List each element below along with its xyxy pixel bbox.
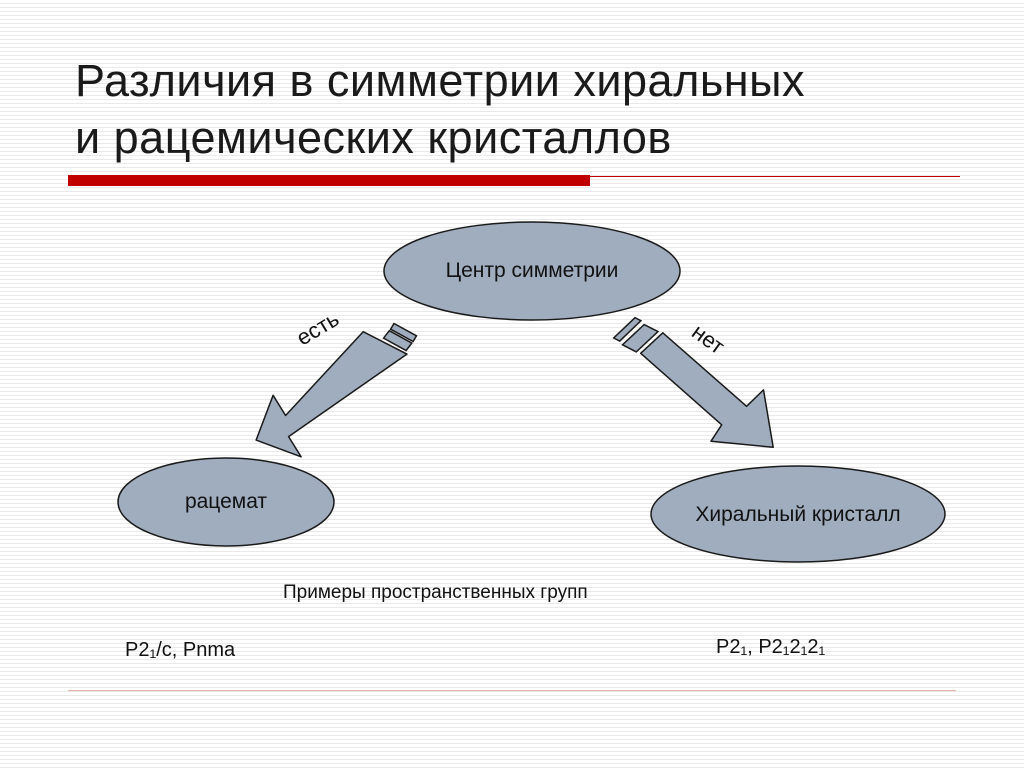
arrow-right-stripe-2	[612, 316, 643, 343]
arrow-left-stripe-1	[382, 329, 413, 352]
node-center-shape	[383, 221, 681, 321]
node-center-label: Центр симметрии	[445, 259, 619, 282]
node-right-shape	[650, 465, 946, 563]
slide-title: Различия в симметрии хиральных и рацемич…	[75, 52, 975, 166]
arrow-right	[612, 316, 774, 449]
footer-divider	[68, 690, 956, 691]
title-underline-red	[68, 175, 590, 186]
arrow-left	[255, 322, 418, 458]
arrow-right-stripe-1	[621, 323, 660, 353]
examples-left: P2₁/c, Pnma	[125, 639, 236, 661]
node-left-shape	[117, 457, 335, 547]
node-left-label: рацемат	[184, 490, 268, 513]
arrow-left-stripe-2	[389, 322, 418, 343]
slide-title-line-1: Различия в симметрии хиральных	[75, 55, 805, 106]
examples-caption: Примеры пространственных групп	[283, 582, 588, 603]
node-right-label: Хиральный кристалл	[695, 503, 901, 526]
slide-title-line-2: и рацемических кристаллов	[75, 112, 672, 163]
examples-right: P2₁, P2₁2₁2₁	[716, 636, 826, 658]
arrow-right-body	[639, 332, 774, 449]
arrow-left-body	[255, 330, 408, 458]
